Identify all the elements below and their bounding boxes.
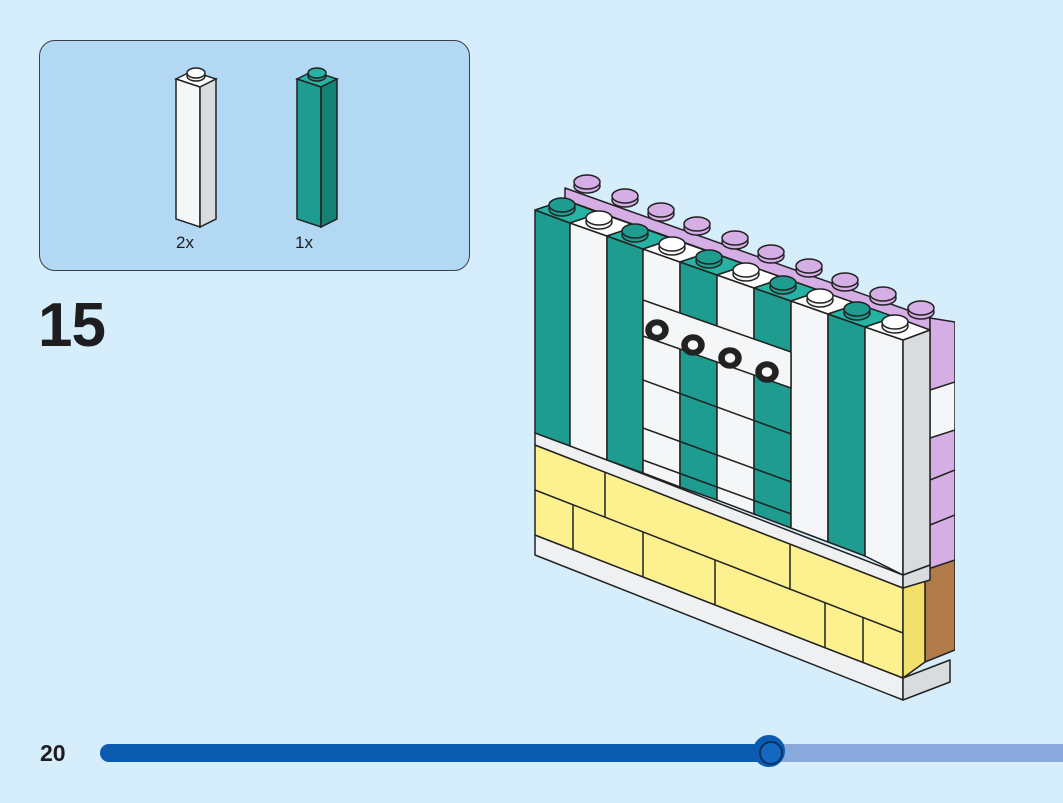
progress-bar[interactable] xyxy=(100,735,1063,767)
teal-brick-quantity: 1x xyxy=(295,233,313,252)
page-number: 20 xyxy=(40,740,66,766)
parts-list-panel: 2x 1x xyxy=(39,40,470,271)
build-model-illustration xyxy=(534,174,955,701)
progress-handle[interactable] xyxy=(753,735,786,767)
progress-fill xyxy=(100,744,770,762)
step-number: 15 xyxy=(38,291,106,360)
white-tall-brick-icon xyxy=(174,67,218,229)
white-brick-quantity: 2x xyxy=(176,233,194,252)
teal-tall-brick-icon xyxy=(295,67,339,229)
